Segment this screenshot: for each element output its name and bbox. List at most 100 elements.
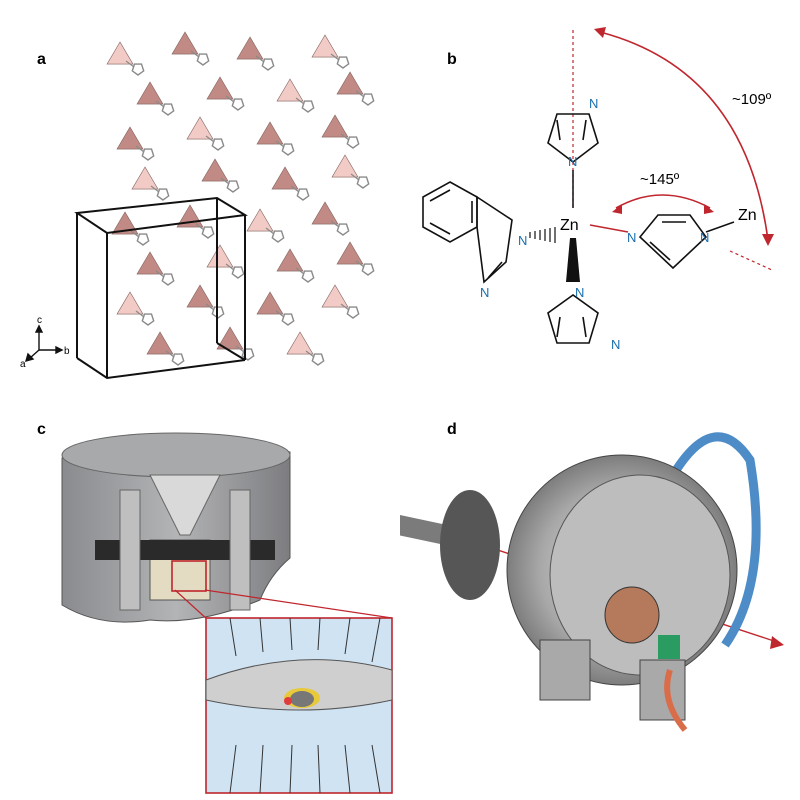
n-top-2: N	[568, 154, 577, 169]
linker-bond	[125, 60, 135, 68]
linker-bond	[330, 53, 340, 61]
imidazolate-ring	[131, 63, 145, 76]
linker-bond	[205, 135, 215, 143]
support-foot-right	[639, 659, 686, 721]
imidazolate-ring	[336, 56, 350, 69]
imidazolate-ring	[281, 313, 295, 326]
zn-tetrahedron	[201, 158, 229, 182]
linker-bond	[130, 230, 140, 238]
imidazolate-ring	[161, 273, 175, 286]
zn-tetrahedron	[271, 166, 299, 190]
copper-window	[604, 586, 660, 644]
linker-bond	[355, 90, 365, 98]
imidazolate-ring	[136, 233, 150, 246]
imidazolate-ring	[301, 270, 315, 283]
linker-bond	[340, 133, 350, 141]
zn-tetrahedron	[276, 248, 304, 272]
zif-framework	[106, 31, 375, 366]
zn-tetrahedron	[256, 121, 284, 145]
zn-tetrahedron	[206, 76, 234, 100]
imidazolate-ring	[196, 53, 210, 66]
panel-label-a: a	[37, 51, 46, 68]
linker-bond	[205, 303, 215, 311]
imidazolate-ring	[311, 353, 325, 366]
zn-tetrahedron	[331, 154, 359, 178]
zn-tetrahedron	[106, 41, 134, 65]
linker-bond	[355, 260, 365, 268]
panel-c-cell-cross-section	[61, 432, 393, 794]
imidazolate-ring	[141, 148, 155, 161]
n-right-1: N	[627, 230, 636, 245]
cell-body	[61, 432, 291, 623]
zn-tetrahedron	[206, 244, 234, 268]
imidazolate-ring	[346, 136, 360, 149]
linker-bond	[155, 100, 165, 108]
n-bottom-1: N	[575, 285, 584, 300]
axis-label-a: a	[20, 359, 26, 370]
n-right-2: N	[700, 230, 709, 245]
imidazolate-ring	[271, 230, 285, 243]
imidazole-top	[547, 113, 599, 164]
imidazolate-ring	[161, 103, 175, 116]
imidazolate-ring	[361, 263, 375, 276]
panel-b-coordination-diagram: ~109º ~145º Zn Zn N N N N N N	[422, 27, 774, 352]
zoom-box	[171, 560, 207, 592]
green-connector	[658, 635, 680, 659]
n-benz-1: N	[518, 233, 527, 248]
n-benz-2: N	[480, 285, 489, 300]
imidazolate-ring	[296, 188, 310, 201]
linker-bond	[340, 303, 350, 311]
linker-bond	[235, 345, 245, 353]
zn-tetrahedron	[321, 114, 349, 138]
zn-tetrahedron	[311, 34, 339, 58]
zn-tetrahedron	[111, 211, 139, 235]
zn-tetrahedron	[256, 291, 284, 315]
zn-center-label: Zn	[560, 217, 579, 234]
linker-bond	[275, 140, 285, 148]
imidazolate-ring	[156, 188, 170, 201]
panel-label-d: d	[447, 421, 457, 438]
linker-bond	[165, 350, 175, 358]
panel-d-apparatus-photo	[400, 432, 784, 732]
panel-label-c: c	[37, 421, 46, 438]
linker-bond	[295, 97, 305, 105]
wedge-bond	[566, 238, 580, 282]
disc	[440, 490, 500, 600]
blue-cable	[657, 432, 761, 648]
bridge-arrow-right	[704, 204, 714, 214]
angle-109-label: ~109º	[732, 91, 772, 108]
imidazolate-ring	[141, 313, 155, 326]
zn-tetrahedron	[336, 241, 364, 265]
bridge-arrow-left	[612, 204, 622, 214]
imidazolate-ring	[301, 100, 315, 113]
beam-arrow	[770, 636, 784, 649]
zn-tetrahedron	[311, 201, 339, 225]
imidazole-right	[638, 214, 708, 270]
imidazolate-ring	[226, 180, 240, 193]
arc-arrowhead-top	[594, 27, 606, 38]
zn-tetrahedron	[171, 31, 199, 55]
zn-bridge-label: Zn	[738, 207, 757, 224]
panel-label-b: b	[447, 51, 457, 68]
linker-bond	[290, 185, 300, 193]
zn-tetrahedron	[186, 116, 214, 140]
n-top-1: N	[589, 96, 598, 111]
linker-bond	[295, 267, 305, 275]
zn-tetrahedron	[246, 208, 274, 232]
zn-tetrahedron	[276, 78, 304, 102]
linker-bond	[275, 310, 285, 318]
linker-bond	[305, 350, 315, 358]
hashed-bond	[529, 227, 556, 243]
linker-bond	[350, 173, 360, 181]
imidazolate-ring	[171, 353, 185, 366]
imidazole-bottom	[547, 294, 599, 344]
imidazolate-ring	[356, 176, 370, 189]
axis-indicator	[24, 324, 64, 363]
zn-tetrahedron	[136, 251, 164, 275]
linker-bond	[220, 177, 230, 185]
angle-145-label: ~145º	[640, 171, 680, 188]
linker-bond	[190, 50, 200, 58]
imidazolate-ring	[281, 143, 295, 156]
horizontal-dashed-axis	[729, 250, 773, 271]
linker-bond	[135, 310, 145, 318]
